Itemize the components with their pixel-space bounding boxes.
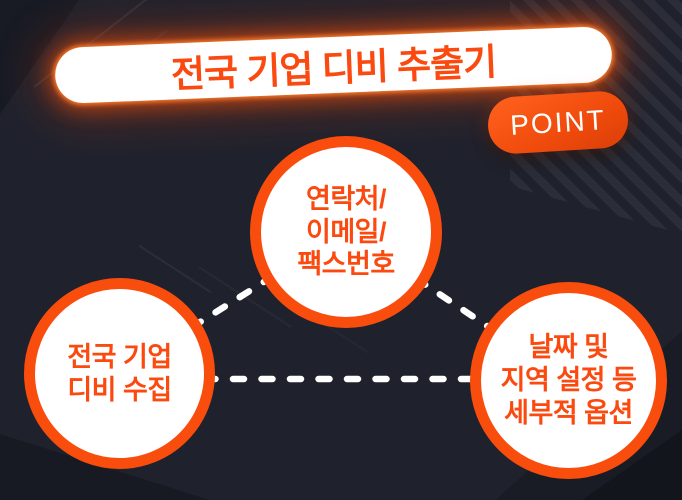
- node-text-line: 지역 설정 등: [500, 365, 637, 396]
- node-text-line: 디비 수집: [67, 374, 172, 405]
- node-text-line: 팩스번호: [297, 249, 395, 280]
- node-text-line: 전국 기업: [67, 341, 172, 372]
- node-db-collection: 전국 기업 디비 수집: [24, 278, 215, 469]
- point-badge: POINT: [486, 89, 630, 156]
- node-detail-options: 날짜 및 지역 설정 등 세부적 옵션: [470, 282, 667, 479]
- node-text-line: 세부적 옵션: [504, 397, 633, 428]
- node-contact-info-text: 연락처/ 이메일/ 팩스번호: [297, 183, 395, 282]
- node-text-line: 날짜 및: [528, 332, 609, 363]
- node-text-line: 연락처/: [305, 183, 387, 214]
- node-db-collection-text: 전국 기업 디비 수집: [67, 341, 172, 407]
- node-contact-info: 연락처/ 이메일/ 팩스번호: [250, 136, 442, 328]
- node-text-line: 이메일/: [305, 216, 387, 247]
- node-detail-options-text: 날짜 및 지역 설정 등 세부적 옵션: [501, 331, 637, 430]
- point-badge-label: POINT: [509, 103, 607, 141]
